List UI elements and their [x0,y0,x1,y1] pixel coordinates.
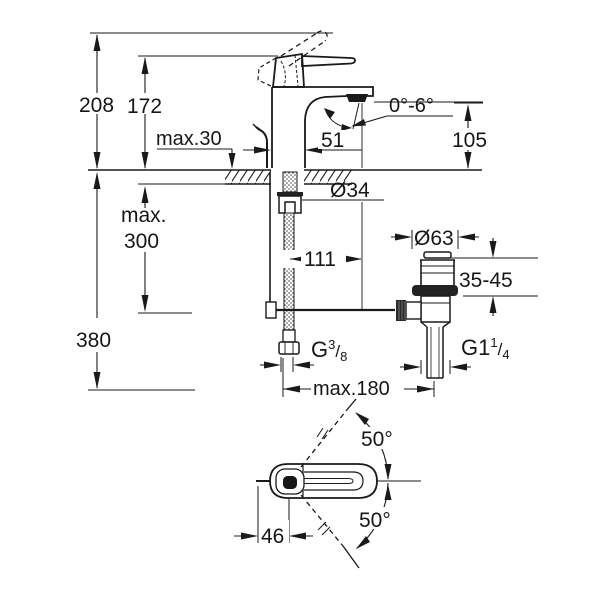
supply-nut-g38 [278,341,300,355]
dim-basin-clamp: 35-45 [459,269,513,292]
label-waste-thread: G11/4 [461,335,510,362]
dim-body-height: 172 [127,95,162,118]
dim-base-depth: 51 [321,129,344,152]
handle-swing-lower-dashed [300,494,344,547]
aerator [346,94,368,102]
flex-hose-lower [283,265,295,331]
deck-section-hatch-right [304,170,352,184]
under-deck-assembly [265,171,395,355]
waste-cap [423,251,452,259]
plan-view [256,398,421,569]
dim-deck-thickness: max.30 [156,128,222,150]
mounting-deck [88,169,482,185]
dim-overall-depth: 380 [76,329,111,352]
dim-mounting-hole: Ø34 [330,179,370,202]
waste-tailpipe [426,327,444,379]
waste-body [420,295,451,323]
hose-ferrule [282,329,296,343]
spout-top-plate [272,86,374,97]
rod-clevis [265,301,277,319]
waste-flange-seal [412,285,458,296]
knurled-knob [396,300,406,321]
handle-lever [301,55,356,67]
dim-hose-clearance-word: max. [121,204,167,227]
body-back-edge [304,95,348,168]
pop-up-waste [396,251,458,379]
dim-spout-reach: 111 [304,248,336,271]
dim-handle-arc-upper: 50° [361,428,393,451]
mounting-nut [278,195,302,214]
flex-hose-upper [283,212,295,253]
dim-waste-flange: Ø63 [414,227,454,250]
dim-hose-clearance-value: 300 [124,230,159,253]
dim-total-height: 208 [79,94,114,117]
handle-swing-upper-dashed [300,410,347,468]
plan-cartridge [283,476,297,489]
side-view-faucet [252,30,374,310]
rod-port [405,301,422,320]
pop-up-rod [255,126,268,168]
dim-connection-span: max.180 [313,378,390,400]
threaded-shank [282,171,298,193]
deck-section-hatch-left [225,170,271,184]
dim-spout-height: 105 [452,129,487,152]
plan-handle [304,471,364,491]
dim-handle-arc-lower: 50° [359,509,391,532]
plan-outline [269,463,378,499]
washer [277,192,303,196]
handle-alt-position-dashed [257,57,277,88]
label-supply-thread: G3/8 [311,337,347,364]
dim-aerator-angle: 0°-6° [389,95,434,117]
dimension-labels: 208 172 max.30 51 0°-6° 105 Ø34 max. 300… [76,94,513,548]
dim-front-to-center: 46 [261,525,284,548]
